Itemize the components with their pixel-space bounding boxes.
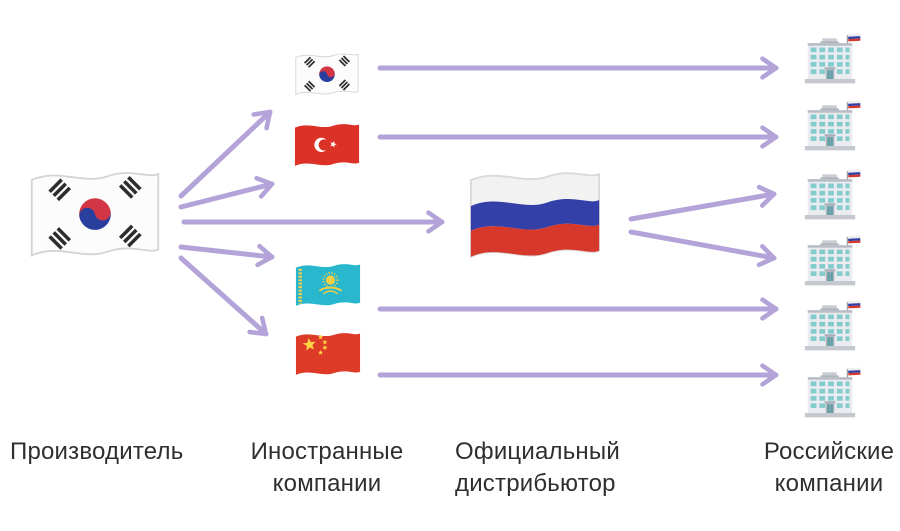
foreign-company-kazakhstan [291, 259, 365, 315]
office-building-icon [800, 235, 862, 289]
arrow-producer-to-foreign-korea [178, 109, 273, 199]
foreign-company-south-korea [291, 49, 363, 103]
russian-company-4 [800, 235, 862, 289]
foreign-label-line-1: Иностранные [250, 438, 404, 465]
office-building-icon [800, 300, 862, 354]
arrow-producer-to-foreign-china [178, 255, 269, 337]
flag-kazakhstan-icon [291, 259, 365, 315]
foreign-label-line-2: компании [272, 470, 382, 497]
office-building-icon [800, 367, 862, 421]
distributor-label-line-2: дистрибьютор [455, 470, 616, 497]
russian-company-3 [800, 169, 862, 223]
russian-company-5 [800, 300, 862, 354]
producer-label: Производитель [10, 436, 183, 468]
flag-turkey-icon [290, 119, 364, 175]
flag-south-korea-icon [22, 163, 168, 273]
foreign-company-china [291, 328, 365, 384]
arrow-producer-to-foreign-kazakhstan [178, 243, 275, 268]
official-distributor-label: Официальный дистрибьютор [455, 436, 620, 500]
russian-label-line-1: Российские [763, 438, 895, 465]
russian-company-2 [800, 100, 862, 154]
russian-companies-label: Российские компании [748, 436, 900, 500]
office-building-icon [800, 169, 862, 223]
foreign-company-turkey [290, 119, 364, 175]
foreign-companies-label: Иностранные компании [240, 436, 414, 500]
flag-south-korea-icon [291, 49, 363, 103]
flag-russia-icon [461, 163, 609, 274]
producer-node [22, 163, 168, 273]
russian-label-line-2: компании [774, 470, 884, 497]
producer-label-text: Производитель [10, 438, 184, 465]
arrow-producer-to-foreign-turkey [178, 175, 275, 210]
russian-company-6 [800, 367, 862, 421]
arrow-distributor-to-company-3 [628, 184, 777, 222]
office-building-icon [800, 33, 862, 87]
russian-company-1 [800, 33, 862, 87]
arrow-distributor-to-company-4 [628, 229, 777, 268]
flag-china-icon [291, 328, 365, 384]
office-building-icon [800, 100, 862, 154]
official-distributor-node [461, 163, 609, 274]
distributor-label-line-1: Официальный [455, 438, 620, 465]
